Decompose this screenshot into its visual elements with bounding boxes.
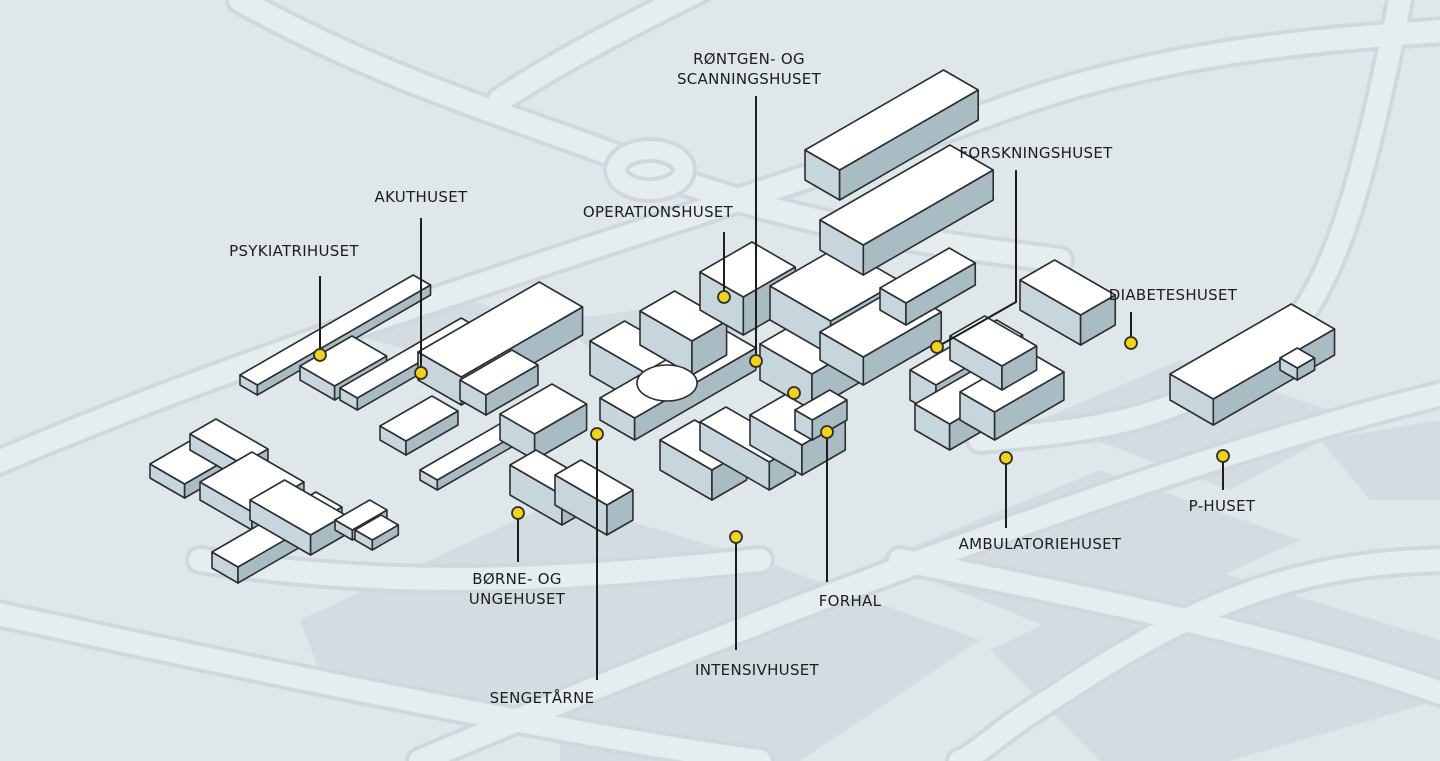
location-pin-icon-borne-og-ungehuset[interactable] [511, 506, 525, 520]
forsk-c-roof [879, 247, 977, 304]
forsk-b-roof [819, 144, 995, 246]
leader-lines [319, 96, 1224, 680]
label-sengetarne[interactable]: SENGETÅRNE [489, 689, 595, 707]
label-ambulatoriehuset[interactable]: AMBULATORIEHUSET [958, 535, 1122, 553]
akut-a-roof [417, 281, 584, 378]
label-forhal[interactable]: FORHAL [818, 592, 882, 610]
psy-l-roof [354, 514, 400, 541]
psy-f-roof [239, 274, 432, 386]
label-operationshuset[interactable]: OPERATIONSHUSET [582, 203, 734, 221]
psy-b-roof [189, 418, 269, 465]
forsk-a-roof [804, 69, 980, 171]
label-p-huset[interactable]: P-HUSET [1188, 497, 1256, 515]
location-pin-icon-ambulatoriehuset[interactable] [999, 451, 1013, 465]
location-pin-icon-center[interactable] [787, 386, 801, 400]
psy-i-roof [379, 395, 459, 442]
akut-b-roof [459, 349, 539, 396]
location-pin-icon-forskningshuset[interactable] [930, 340, 944, 354]
leader-line-forskningshuset [936, 170, 1017, 348]
location-pin-icon-diabeteshuset[interactable] [1124, 336, 1138, 350]
location-pin-icon-forhal[interactable] [820, 425, 834, 439]
p-a-roof [1169, 303, 1336, 400]
location-pin-icon-p-huset[interactable] [1216, 449, 1230, 463]
akut-c-roof [499, 383, 588, 435]
forhal-a-roof [794, 389, 848, 421]
p-b-roof [1279, 347, 1316, 369]
hospital-buildings [149, 69, 1336, 584]
location-pin-icon-sengetarne[interactable] [590, 427, 604, 441]
amb-d-roof [949, 315, 1038, 367]
label-intensivhuset[interactable]: INTENSIVHUSET [694, 661, 820, 679]
location-pins [313, 290, 1230, 544]
central-courtyard [636, 364, 698, 402]
location-pin-icon-rontgen[interactable] [749, 354, 763, 368]
label-diabeteshuset[interactable]: DIABETESHUSET [1108, 286, 1238, 304]
location-pin-icon-intensivhuset[interactable] [729, 530, 743, 544]
location-pin-icon-akuthuset[interactable] [414, 366, 428, 380]
psy-g-roof [299, 335, 388, 387]
label-akuthuset[interactable]: AKUTHUSET [374, 188, 468, 206]
diab-a-roof [1019, 259, 1117, 316]
label-psykiatrihuset[interactable]: PSYKIATRIHUSET [229, 242, 359, 260]
psy-k-roof [334, 499, 388, 531]
location-pin-icon-psykiatrihuset[interactable] [313, 348, 327, 362]
seng-b-roof [554, 459, 634, 506]
location-pin-icon-operationshuset[interactable] [717, 290, 731, 304]
label-forskningshuset[interactable]: FORSKNINGSHUSET [959, 144, 1113, 162]
